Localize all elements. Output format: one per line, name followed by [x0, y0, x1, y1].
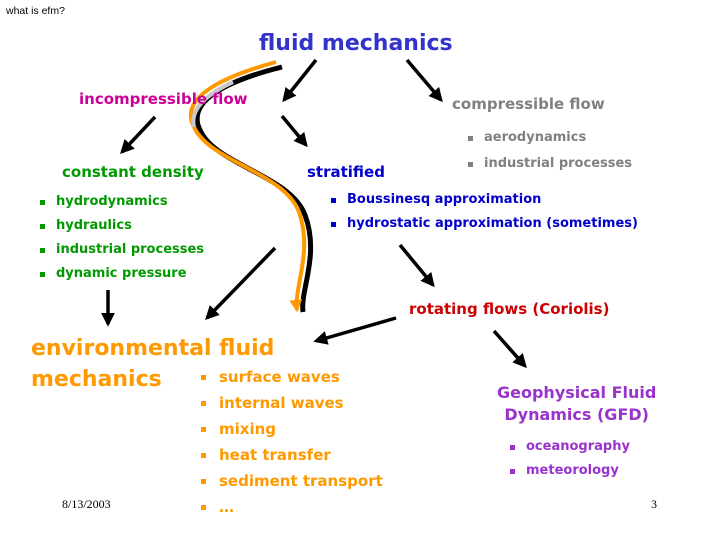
- bullet-icon: [331, 198, 336, 203]
- bullet-icon: [40, 272, 45, 277]
- list-item: hydrostatic approximation (sometimes): [331, 212, 638, 236]
- arrow-incompressible-to-stratified: [280, 114, 308, 148]
- bullet-icon: [201, 427, 206, 432]
- bullet-icon: [468, 136, 473, 141]
- arrow-fluid-to-incompressible: [282, 58, 318, 103]
- list-item: aerodynamics: [468, 125, 632, 151]
- list-item: …: [201, 494, 383, 520]
- footer-page-number: 3: [651, 497, 657, 511]
- curve-highlight-segment: [191, 80, 234, 128]
- bullet-icon: [201, 375, 206, 380]
- list-item: hydrodynamics: [40, 190, 204, 214]
- arrow-incompressible-to-constant: [120, 115, 157, 155]
- bullet-icon: [468, 162, 473, 167]
- efm-label-line2: mechanics: [31, 367, 162, 392]
- list-item: industrial processes: [40, 238, 204, 262]
- footer-date: 8/13/2003: [62, 497, 111, 511]
- arrow-rotating-to-gfd: [492, 329, 527, 369]
- node-incompressible-flow: incompressible flow: [79, 90, 248, 108]
- bullet-icon: [40, 248, 45, 253]
- efm-list: surface waves internal waves mixing heat…: [201, 364, 383, 520]
- bullet-icon: [201, 453, 206, 458]
- node-geophysical-fluid-dynamics: Geophysical Fluid Dynamics (GFD): [497, 382, 656, 426]
- slide-header-note: what is efm?: [6, 5, 65, 17]
- arrow-fluid-to-compressible: [405, 58, 443, 103]
- list-item: heat transfer: [201, 442, 383, 468]
- list-item: surface waves: [201, 364, 383, 390]
- bullet-icon: [510, 469, 515, 474]
- node-environmental-fluid-mechanics: environmental fluid mechanics: [31, 333, 274, 395]
- list-item: dynamic pressure: [40, 262, 204, 286]
- list-item: Boussinesq approximation: [331, 188, 638, 212]
- arrow-stratified-to-efm: [205, 246, 277, 321]
- node-fluid-mechanics: fluid mechanics: [259, 31, 453, 56]
- bullet-icon: [201, 479, 206, 484]
- arrow-stratified-to-rotating: [398, 243, 435, 288]
- bullet-icon: [331, 222, 336, 227]
- list-item: meteorology: [510, 459, 630, 483]
- bullet-icon: [510, 445, 515, 450]
- arrow-rotating-to-efm: [313, 316, 397, 345]
- bullet-icon: [40, 200, 45, 205]
- node-rotating-flows: rotating flows (Coriolis): [409, 300, 610, 318]
- gfd-label-line2: Dynamics (GFD): [504, 405, 649, 424]
- bullet-icon: [40, 224, 45, 229]
- list-item: hydraulics: [40, 214, 204, 238]
- list-item: industrial processes: [468, 151, 632, 177]
- efm-label-line1: environmental fluid: [31, 336, 275, 361]
- node-compressible-flow: compressible flow: [452, 95, 605, 113]
- node-constant-density: constant density: [62, 163, 204, 181]
- gfd-list: oceanography meteorology: [510, 435, 630, 483]
- list-item: oceanography: [510, 435, 630, 459]
- constant-density-list: hydrodynamics hydraulics industrial proc…: [40, 190, 204, 286]
- list-item: sediment transport: [201, 468, 383, 494]
- compressible-flow-list: aerodynamics industrial processes: [468, 125, 632, 177]
- bullet-icon: [201, 401, 206, 406]
- list-item: internal waves: [201, 390, 383, 416]
- node-stratified: stratified: [307, 163, 385, 181]
- list-item: mixing: [201, 416, 383, 442]
- bullet-icon: [201, 505, 206, 510]
- gfd-label-line1: Geophysical Fluid: [497, 383, 657, 402]
- stratified-list: Boussinesq approximation hydrostatic app…: [331, 188, 638, 236]
- curve-fluid-to-efm: [188, 60, 307, 313]
